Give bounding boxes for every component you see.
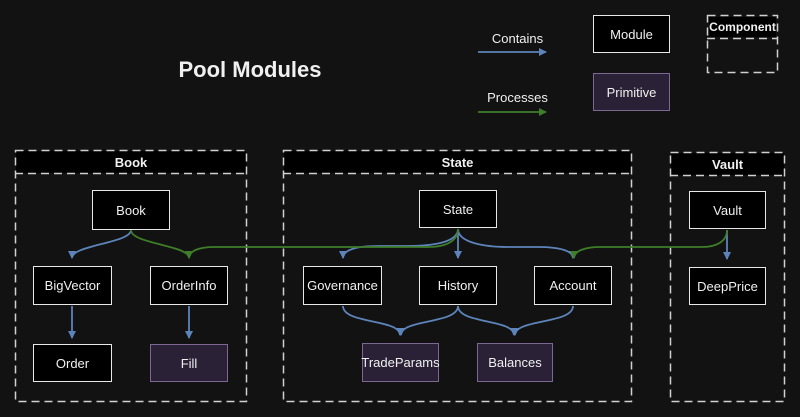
edge-governance-contains-tradeparams (342, 305, 404, 336)
node-balances: Balances (477, 343, 553, 382)
node-fill: Fill (150, 344, 228, 382)
legend-contains-label: Contains (491, 31, 544, 46)
cluster-vault-title: Vault (671, 153, 784, 175)
legend-primitive-box: Primitive (593, 73, 670, 111)
node-tradeparams: TradeParams (361, 343, 440, 382)
node-history: History (419, 266, 497, 305)
legend-processes-label: Processes (487, 90, 548, 105)
cluster-book-title: Book (16, 151, 246, 173)
edge-state-processes-orderinfo (185, 228, 459, 259)
edge-account-contains-balances (511, 305, 574, 336)
edge-state-contains-account (457, 228, 577, 259)
node-orderinfo: OrderInfo (150, 266, 228, 305)
edge-history-contains-balances (457, 305, 518, 336)
legend-module-box: Module (593, 15, 670, 53)
page-title: Pool Modules (178, 57, 322, 82)
node-vault: Vault (689, 191, 766, 229)
legend-component-label: Component (709, 17, 776, 37)
node-book: Book (92, 190, 170, 230)
node-governance: Governance (303, 266, 382, 305)
edge-state-contains-governance (339, 228, 459, 259)
node-state: State (419, 190, 497, 228)
edge-history-contains-tradeparams (397, 305, 459, 336)
edge-vault-processes-account (570, 229, 728, 259)
node-order: Order (33, 344, 112, 382)
node-account: Account (534, 266, 612, 305)
node-deepprice: DeepPrice (689, 267, 766, 305)
edge-book-contains-bigvector (68, 229, 132, 259)
node-bigvector: BigVector (33, 266, 112, 305)
cluster-state-title: State (284, 151, 631, 173)
edge-book-processes-orderinfo (130, 229, 193, 259)
